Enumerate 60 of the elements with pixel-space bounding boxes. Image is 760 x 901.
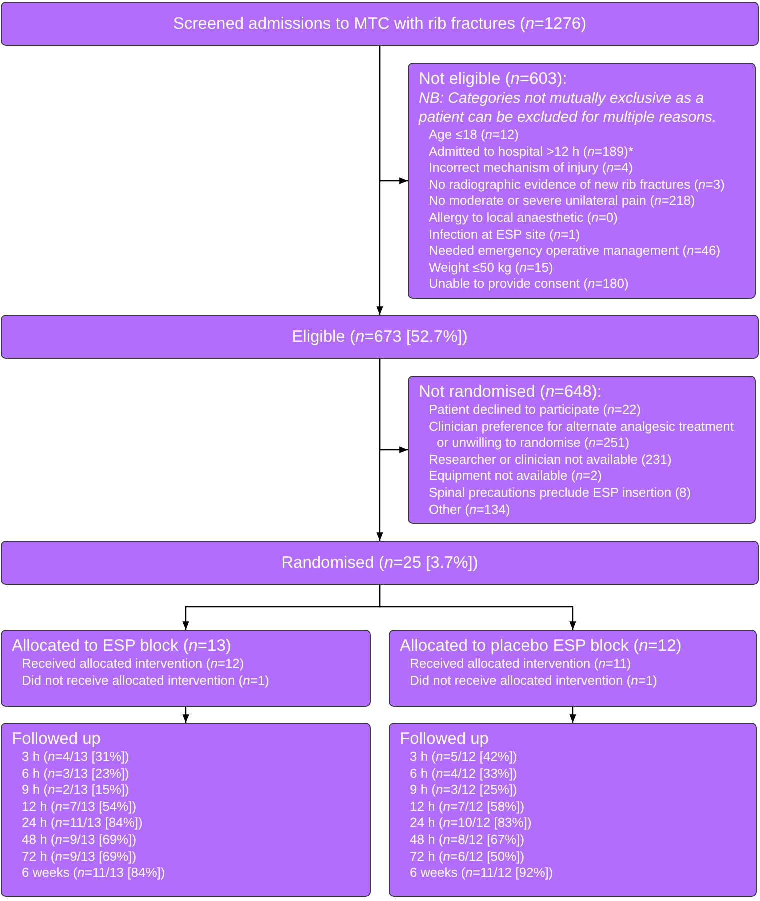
list-item: No radiographic evidence of new rib fractures (n=3) [429, 176, 726, 194]
list-item: Unable to provide consent (n=180) [429, 276, 630, 293]
box-heading: Allocated to ESP block (n=13) [12, 636, 232, 656]
list-item: Admitted to hospital >12 h (n=189)* [429, 144, 635, 160]
list-item: Spinal precautions preclude ESP insertion (8) [429, 484, 692, 502]
list-item: Allergy to local anaesthetic (n=0) [429, 210, 619, 227]
arrow [376, 46, 384, 315]
list-item: Other (n=134) [429, 502, 512, 518]
box-heading: Followed up [400, 729, 490, 749]
list-item: 6 h (n=4/12 [33%]) [410, 766, 518, 782]
arrow [182, 707, 190, 723]
arrow [376, 359, 384, 541]
process-box [1, 630, 371, 707]
process-box [1, 315, 759, 359]
list-item: 6 h (n=3/13 [23%]) [22, 766, 130, 782]
list-item: 3 h (n=5/12 [42%]) [410, 749, 518, 766]
box-heading: Screened admissions to MTC with rib fractures (n=1276) [173, 14, 587, 34]
process-box [1, 2, 759, 46]
list-item: 9 h (n=3/12 [25%]) [410, 782, 518, 799]
list-item: 6 weeks (n=11/13 [84%]) [22, 865, 166, 882]
process-box [1, 541, 759, 585]
process-box [1, 723, 371, 897]
list-item: 48 h (n=8/12 [67%]) [410, 832, 526, 849]
list-item: Did not receive allocated intervention (n=1) [410, 672, 659, 690]
list-item: Infection at ESP site (n=1) [429, 226, 582, 244]
list-item: Did not receive allocated intervention (n=1) [22, 672, 271, 690]
list-item: Patient declined to participate (n=22) [429, 402, 642, 419]
box-heading: Not randomised (n=648): [419, 382, 603, 402]
process-box [389, 630, 757, 707]
list-item: 24 h (n=11/13 [84%]) [22, 815, 144, 832]
list-item: No moderate or severe unilateral pain (n=218) [429, 193, 696, 210]
list-item: Weight ≤50 kg (n=15) [429, 260, 554, 276]
list-item: Clinician preference for alternate analgesic treatment or unwilling to randomise (n=251) [429, 418, 735, 452]
process-box [408, 376, 756, 524]
list-item: Received allocated intervention (n=11) [410, 656, 632, 673]
list-item: Incorrect mechanism of injury (n=4) [429, 160, 634, 177]
list-item: Needed emergency operative management (n=46) [429, 243, 722, 260]
list-item: Researcher or clinician not available (231) [429, 452, 673, 468]
list-item: 9 h (n=2/13 [15%]) [22, 782, 130, 799]
list-item: 72 h (n=6/12 [50%]) [410, 848, 526, 866]
process-box [389, 723, 757, 897]
list-item: 6 weeks (n=11/12 [92%]) [410, 865, 554, 882]
list-item: 72 h (n=9/13 [69%]) [22, 848, 138, 866]
process-box [408, 63, 756, 299]
list-item: Age ≤18 (n=12) [429, 127, 520, 144]
box-heading: Randomised (n=25 [3.7%]) [282, 553, 478, 573]
list-item: 3 h (n=4/13 [31%]) [22, 749, 130, 766]
box-heading: Not eligible (n=603): [419, 69, 568, 89]
box-heading: Followed up [12, 729, 102, 749]
list-item: 12 h (n=7/12 [58%]) [410, 798, 526, 816]
list-item: 12 h (n=7/13 [54%]) [22, 798, 138, 816]
arrow [570, 707, 576, 723]
box-heading: Allocated to placebo ESP block (n=12) [400, 636, 683, 656]
box-heading: Eligible (n=673 [52.7%]) [292, 327, 468, 347]
list-item: 24 h (n=10/12 [83%]) [410, 815, 533, 832]
list-item: Received allocated intervention (n=12) [22, 656, 246, 673]
arrow [379, 585, 576, 630]
list-item: 48 h (n=9/13 [69%]) [22, 832, 138, 849]
list-item: Equipment not available (n=2) [429, 468, 604, 485]
note-text: NB: Categories not mutually exclusive as a patient can be excluded for multiple reasons. [419, 89, 718, 127]
